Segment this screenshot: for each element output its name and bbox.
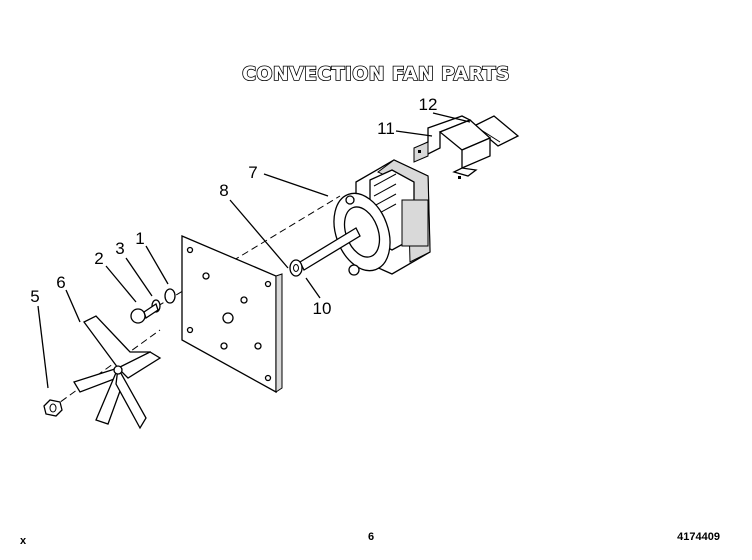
diagram-title: CONVECTION FAN PARTS bbox=[242, 63, 510, 85]
callout-6: 6 bbox=[56, 273, 65, 292]
fan-blade bbox=[73, 315, 162, 430]
fan-nut bbox=[43, 399, 63, 417]
callout-8: 8 bbox=[219, 181, 228, 200]
callout-1: 1 bbox=[135, 229, 144, 248]
axis-line-shaft bbox=[147, 195, 341, 313]
callout-5: 5 bbox=[30, 287, 39, 306]
leader-lines bbox=[37, 112, 471, 389]
callout-10: 10 bbox=[313, 299, 332, 318]
callout-12: 12 bbox=[419, 95, 438, 114]
plate-washer bbox=[164, 288, 176, 304]
callout-2: 2 bbox=[94, 249, 103, 268]
callout-3: 3 bbox=[115, 239, 124, 258]
shaft-washer bbox=[289, 259, 303, 277]
callout-7: 7 bbox=[248, 163, 257, 182]
page-number: 6 bbox=[368, 531, 374, 543]
axis-line-nut bbox=[51, 329, 161, 409]
corner-mark: x bbox=[20, 535, 27, 547]
motor-bracket bbox=[413, 115, 492, 179]
callout-11: 11 bbox=[377, 119, 395, 138]
mounting-plate bbox=[181, 235, 283, 394]
fan-motor bbox=[299, 159, 431, 276]
part-number: 4174409 bbox=[677, 531, 720, 543]
mounting-screw bbox=[130, 302, 159, 324]
